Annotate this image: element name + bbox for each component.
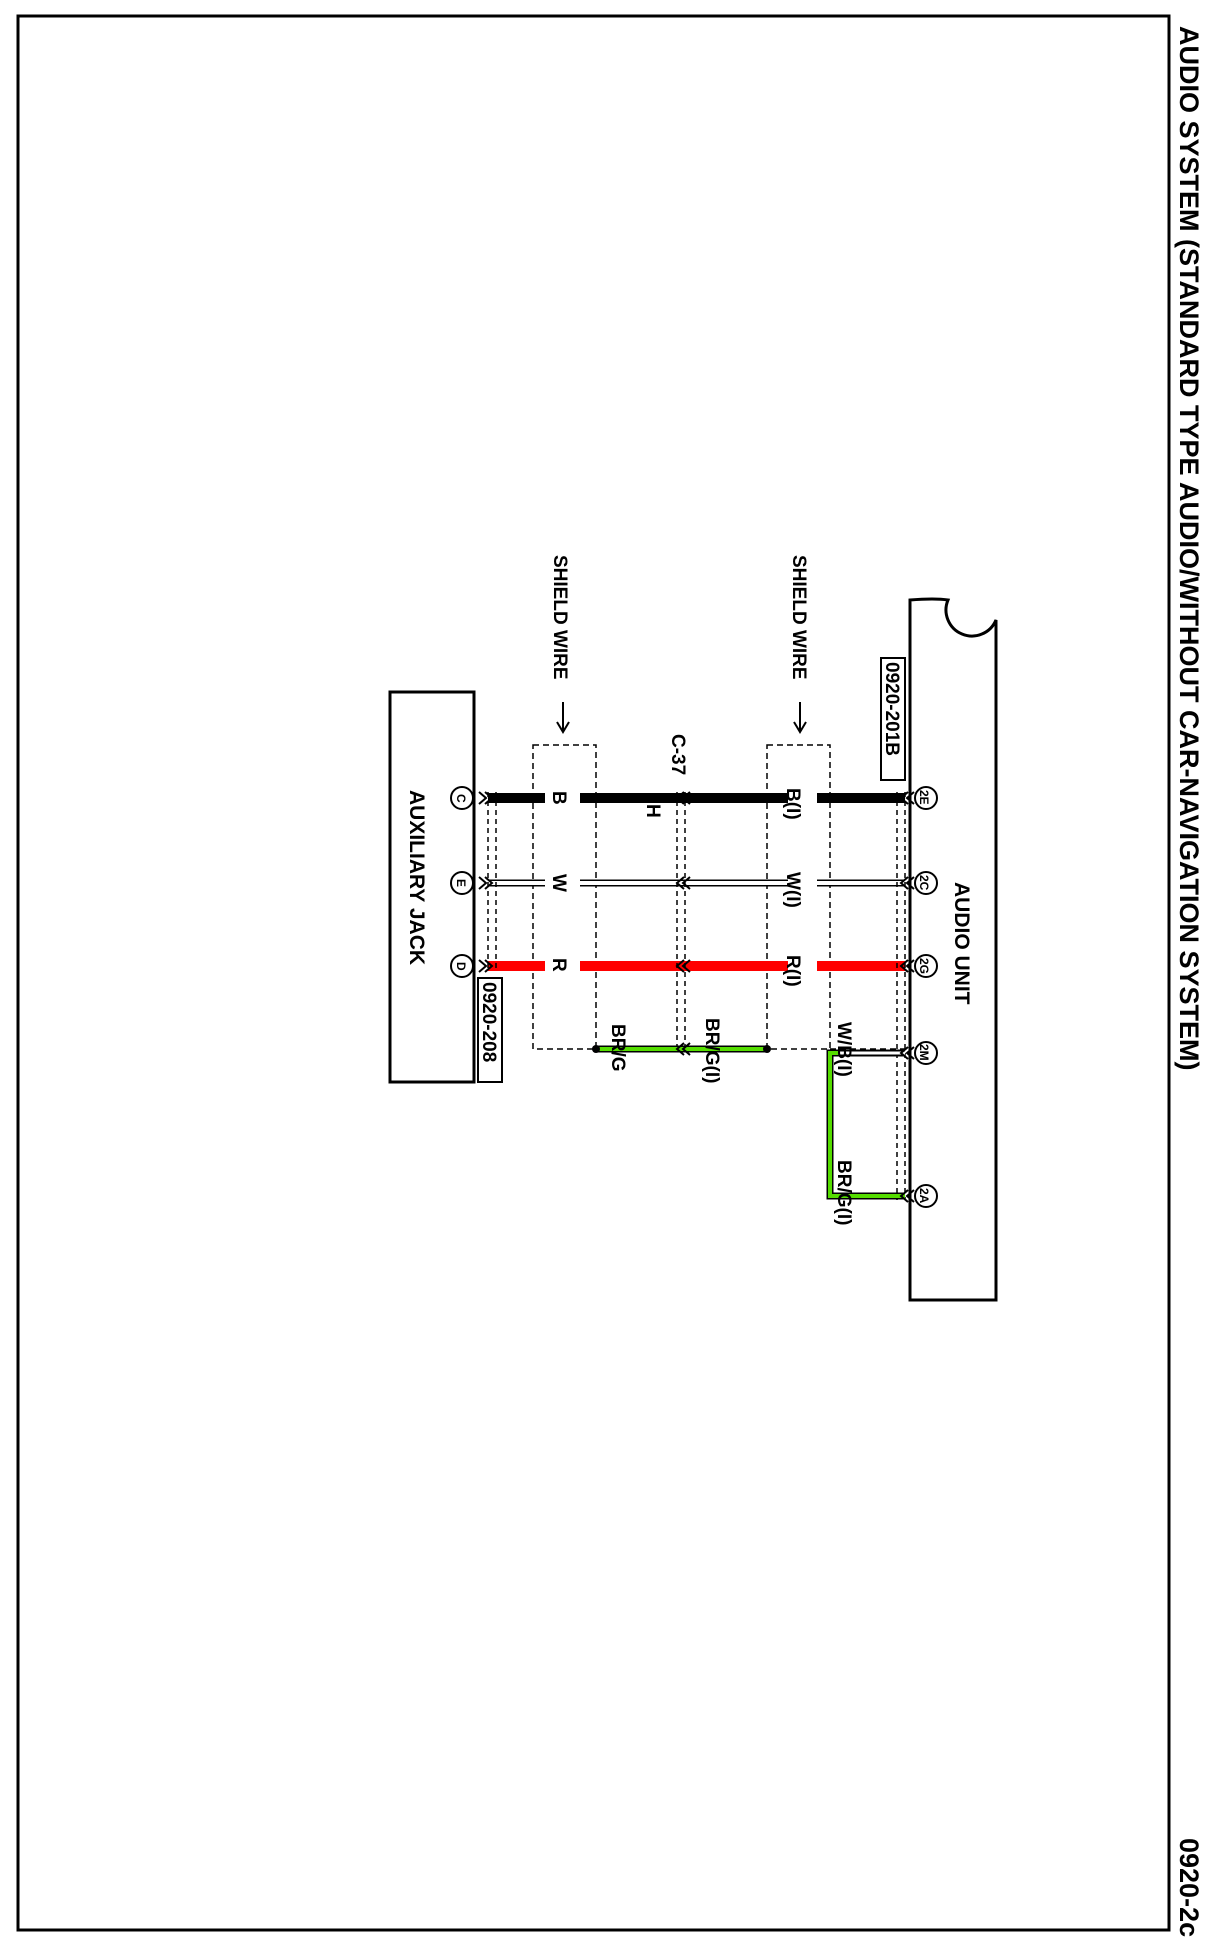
audio-terminal-2e-chevron: [899, 791, 915, 805]
audio-unit-body: [908, 597, 998, 1302]
aux-jack-connector-box: [477, 977, 503, 1083]
audio-terminal-2a-chevron: [899, 1189, 915, 1203]
audio-pin-2m: 2M: [917, 1044, 931, 1061]
wire-brg-shield-upper-label: BR/G(I): [701, 1018, 722, 1083]
shield-box-upper: [766, 744, 831, 1050]
audio-pin-2a: 2A: [917, 1188, 931, 1204]
audio-pin-2c: 2C: [917, 875, 931, 891]
aux-pin-e-circle: [450, 871, 474, 895]
shield-splice-upper: [763, 1045, 771, 1053]
shield-wire-upper-arrow: [793, 702, 807, 734]
shield-wire-lower-arrow: [556, 702, 570, 734]
aux-terminal-e-chevron: [478, 876, 494, 890]
aux-jack: AUXILIARY JACK 0920-208: [388, 690, 503, 1084]
wire-brg-2a-core: [828, 1051, 905, 1198]
wire-w-lower-label: W: [548, 874, 569, 892]
wire-r-upper-label: R(I): [782, 955, 803, 987]
shield-box-lower: [532, 744, 597, 1050]
shield-wire-upper-label: SHIELD WIRE: [788, 555, 809, 680]
aux-pin-c: C: [454, 794, 468, 803]
page-title: AUDIO SYSTEM (STANDARD TYPE AUDIO/WITHOU…: [1174, 26, 1204, 1070]
audio-pin-2e: 2E: [917, 790, 931, 805]
audio-pin-2g: 2G: [917, 958, 931, 974]
shield-splice-lower: [592, 1045, 600, 1053]
aux-pin-d-circle: [450, 954, 474, 978]
wire-r-lower-label: R: [548, 958, 569, 972]
aux-jack-label: AUXILIARY JACK: [405, 790, 428, 965]
audio-unit-connector-code: 0920-201B: [881, 662, 902, 756]
junction-connector-label: C-37: [667, 734, 688, 775]
wire-w-upper-label: W(I): [782, 872, 803, 908]
aux-pin-c-circle: [450, 786, 474, 810]
junction-brg-chevron: [675, 1042, 691, 1056]
aux-pin-d: D: [454, 962, 468, 971]
wire-b-lower-label: B: [548, 791, 569, 805]
audio-pin-2m-circle: [914, 1041, 938, 1065]
aux-pin-e: E: [454, 879, 468, 887]
audio-pin-2c-circle: [914, 871, 938, 895]
wire-brg-shield-lower-label: BR/G: [607, 1024, 628, 1072]
audio-unit: AUDIO UNIT 0920-201B: [880, 597, 998, 1302]
audio-unit-label: AUDIO UNIT: [950, 882, 973, 1005]
junction-connector-pin: H: [642, 804, 663, 818]
shield-wire-lower-label: SHIELD WIRE: [549, 555, 570, 680]
audio-pin-2g-circle: [914, 954, 938, 978]
audio-terminal-2c-chevron: [899, 876, 915, 890]
audio-terminal-2m-chevron: [899, 1046, 915, 1060]
wire-wb-label: W/B(I): [833, 1022, 854, 1077]
aux-terminal-c-chevron: [478, 791, 494, 805]
junction-b-chevron: [675, 791, 691, 805]
audio-pin-2a-circle: [914, 1184, 938, 1208]
wire-brg-2a-label: BR/G(I): [833, 1160, 854, 1225]
aux-jack-pins: C E D: [450, 786, 474, 978]
junction-w-chevron: [675, 876, 691, 890]
audio-pin-2e-circle: [914, 786, 938, 810]
wire-b-upper-label: B(I): [782, 788, 803, 820]
page-frame: [16, 14, 1171, 1932]
junction-r-chevron: [675, 959, 691, 973]
aux-terminal-d-chevron: [478, 959, 494, 973]
page-code: 0920-2c: [1174, 1838, 1204, 1937]
connector-chevrons: [478, 791, 915, 1203]
audio-unit-pins: 2E 2C 2G 2M 2A: [914, 786, 938, 1208]
audio-unit-connector-box: [880, 657, 906, 781]
audio-terminal-2g-chevron: [899, 959, 915, 973]
wire-brg-2a: [826, 1049, 905, 1200]
aux-jack-connector-code: 0920-208: [478, 982, 499, 1062]
